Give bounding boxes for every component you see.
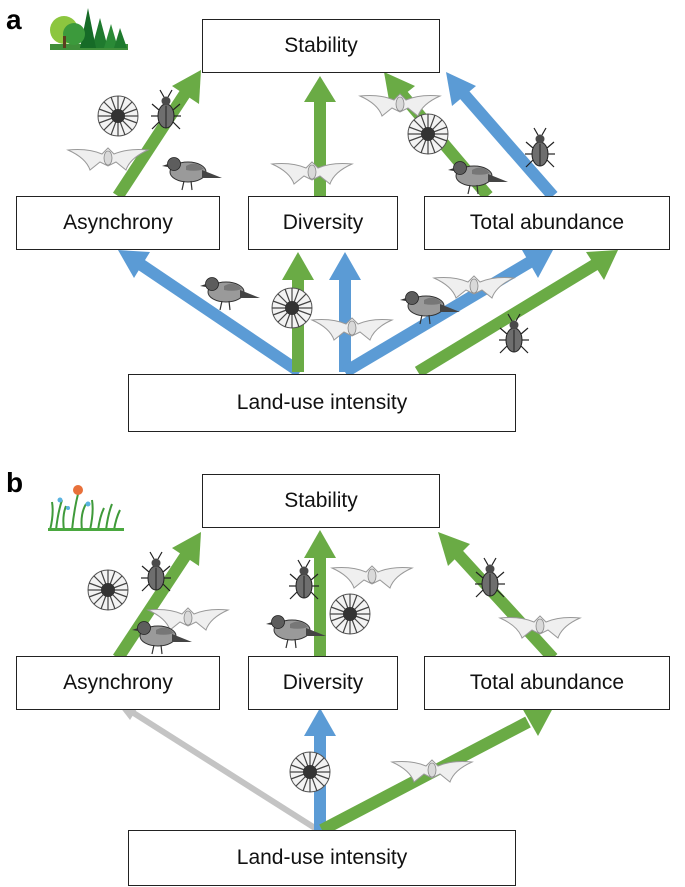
forest-icon (50, 8, 128, 50)
bat-icon (359, 93, 441, 117)
panel-b-stability-box: Stability (202, 474, 440, 528)
panel-a-total-abundance-box: Total abundance (424, 196, 670, 250)
bat-icon (499, 615, 581, 639)
panel-a-land-use-box: Land-use intensity (128, 374, 516, 432)
bat-icon (271, 161, 353, 185)
panel-b-asynchrony-box: Asynchrony (16, 656, 220, 710)
daisy-icon (407, 113, 449, 155)
daisy-icon (329, 593, 371, 635)
panel-b-label: b (6, 467, 24, 498)
panel-b-total-abundance-box: Total abundance (424, 656, 670, 710)
panel-b-land-use-box: Land-use intensity (128, 830, 516, 886)
daisy-icon (97, 95, 139, 137)
bird-icon (131, 620, 193, 655)
bat-icon (331, 565, 413, 589)
panel-a-asynchrony-box: Asynchrony (16, 196, 220, 250)
bat-icon (311, 317, 393, 341)
daisy-icon (271, 287, 313, 329)
panel-a-stability-box: Stability (202, 19, 440, 73)
grassland-icon (48, 485, 124, 531)
panel-a-diversity-box: Diversity (248, 196, 398, 250)
panel-b-arrows (112, 530, 558, 836)
panel-b-diversity-box: Diversity (248, 656, 398, 710)
daisy-icon (87, 569, 129, 611)
bird-icon (447, 160, 509, 195)
panel-a-label: a (6, 4, 22, 35)
daisy-icon (289, 751, 331, 793)
bird-icon (161, 156, 223, 191)
